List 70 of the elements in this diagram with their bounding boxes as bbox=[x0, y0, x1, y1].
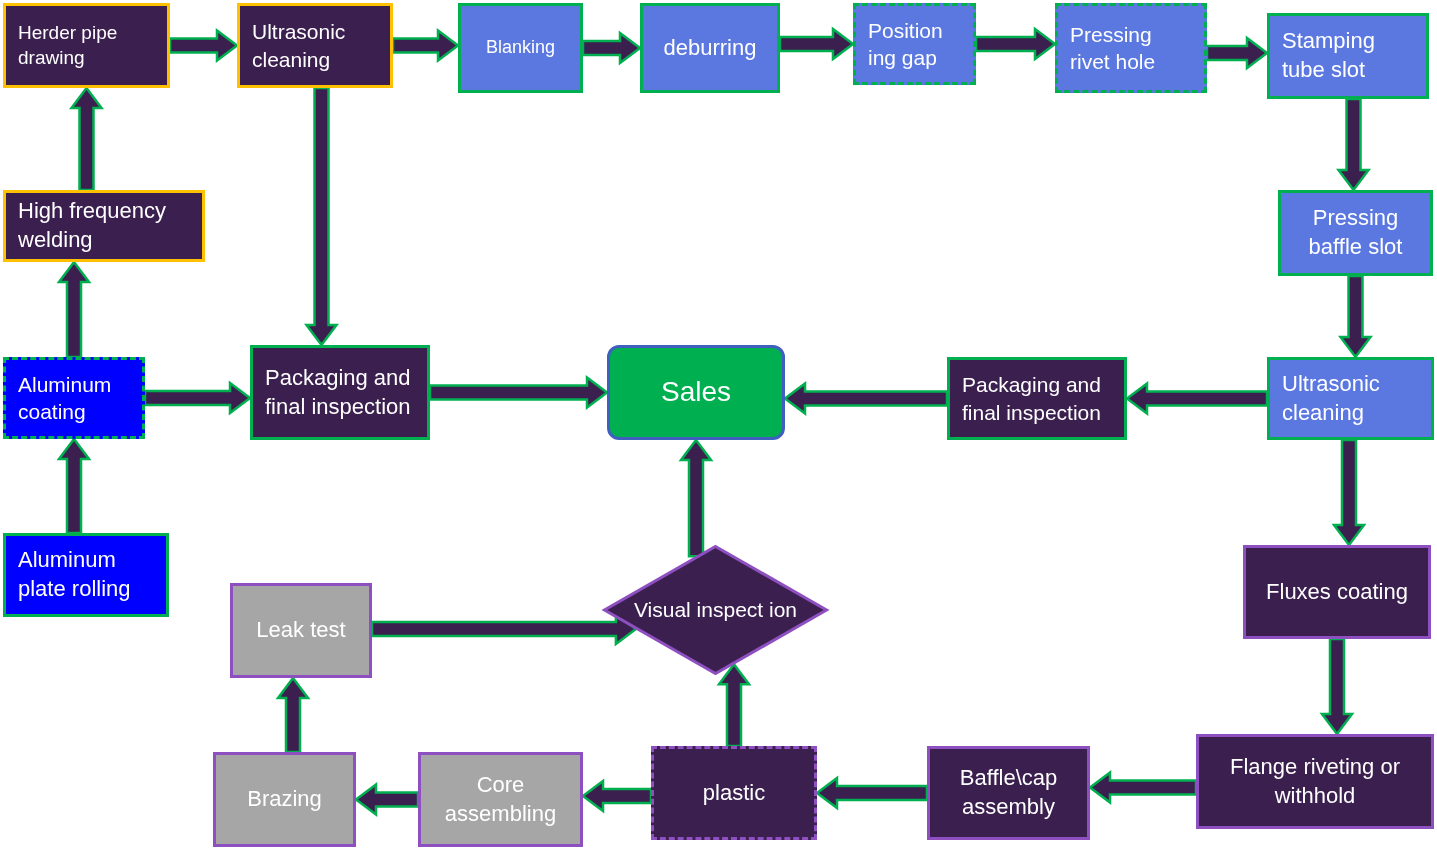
node-label: Packaging and final inspection bbox=[265, 363, 412, 421]
block-arrow bbox=[275, 675, 311, 754]
block-arrow bbox=[69, 85, 104, 192]
block-arrow bbox=[391, 28, 461, 63]
block-arrow bbox=[581, 30, 643, 66]
node-label: Packaging and final inspection bbox=[962, 372, 1102, 426]
node-label: Ultrasonic cleaning bbox=[252, 19, 347, 73]
block-arrow bbox=[304, 86, 339, 348]
block-arrow bbox=[428, 375, 610, 410]
node-label: Sales bbox=[660, 375, 731, 410]
block-arrow bbox=[353, 782, 420, 817]
block-arrow bbox=[1087, 770, 1198, 805]
node-label: Pressing rivet hole bbox=[1070, 21, 1157, 75]
process-box bbox=[3, 533, 169, 617]
node-label: Herder pipe drawing bbox=[18, 20, 119, 70]
node-label: Pressing baffle slot bbox=[1307, 204, 1404, 261]
process-box bbox=[853, 3, 976, 85]
process-box bbox=[3, 190, 205, 262]
node-label: Aluminum coating bbox=[18, 371, 113, 425]
block-arrow bbox=[974, 26, 1058, 62]
process-box bbox=[1243, 545, 1431, 639]
node-label: High frequency welding bbox=[18, 197, 167, 254]
block-arrow bbox=[782, 381, 949, 416]
process-box bbox=[3, 357, 145, 439]
block-arrow bbox=[1338, 274, 1373, 360]
block-arrow bbox=[678, 437, 714, 558]
block-arrow bbox=[1336, 97, 1371, 193]
process-box bbox=[237, 3, 393, 88]
process-box bbox=[418, 752, 583, 847]
node-label: Blanking bbox=[485, 36, 555, 60]
block-arrow bbox=[143, 380, 253, 416]
process-box bbox=[651, 746, 817, 840]
node-label: Fluxes coating bbox=[1266, 577, 1408, 606]
block-arrow bbox=[814, 775, 929, 811]
block-arrow bbox=[168, 28, 240, 63]
node-label: Baffle\cap assembly bbox=[958, 764, 1059, 821]
node-label: Core assembling bbox=[443, 770, 558, 828]
block-arrow bbox=[56, 436, 92, 535]
block-arrow bbox=[580, 778, 653, 814]
block-arrow bbox=[1331, 438, 1367, 548]
node-label: deburring bbox=[663, 33, 757, 62]
process-box bbox=[947, 357, 1127, 440]
process-box bbox=[3, 3, 170, 88]
node-label: Aluminum plate rolling bbox=[18, 546, 132, 603]
node-label: Ultrasonic cleaning bbox=[1282, 369, 1381, 427]
node-label: Flange riveting or withhold bbox=[1229, 752, 1401, 810]
node-label: Leak test bbox=[256, 616, 346, 645]
node-label: Visual inspect ion bbox=[633, 597, 798, 624]
process-box bbox=[927, 746, 1090, 840]
block-arrow bbox=[778, 26, 856, 62]
process-box bbox=[1267, 357, 1434, 440]
process-box bbox=[230, 583, 372, 678]
process-box bbox=[1055, 3, 1207, 93]
process-box bbox=[250, 345, 430, 440]
process-box bbox=[1267, 13, 1429, 99]
block-arrow bbox=[1319, 637, 1355, 737]
process-box bbox=[640, 3, 780, 93]
process-box bbox=[213, 752, 356, 847]
node-label: plastic bbox=[702, 778, 766, 807]
terminal-box bbox=[607, 345, 785, 440]
block-arrow bbox=[1124, 381, 1269, 416]
process-box bbox=[1196, 734, 1434, 829]
process-box bbox=[458, 3, 583, 93]
node-label: Brazing bbox=[247, 785, 322, 814]
node-label: Position ing gap bbox=[868, 17, 944, 71]
block-arrow bbox=[1205, 35, 1270, 71]
node-label: Stamping tube slot bbox=[1282, 27, 1376, 84]
process-box bbox=[1278, 190, 1433, 276]
block-arrow bbox=[716, 662, 752, 748]
block-arrow bbox=[56, 259, 92, 359]
